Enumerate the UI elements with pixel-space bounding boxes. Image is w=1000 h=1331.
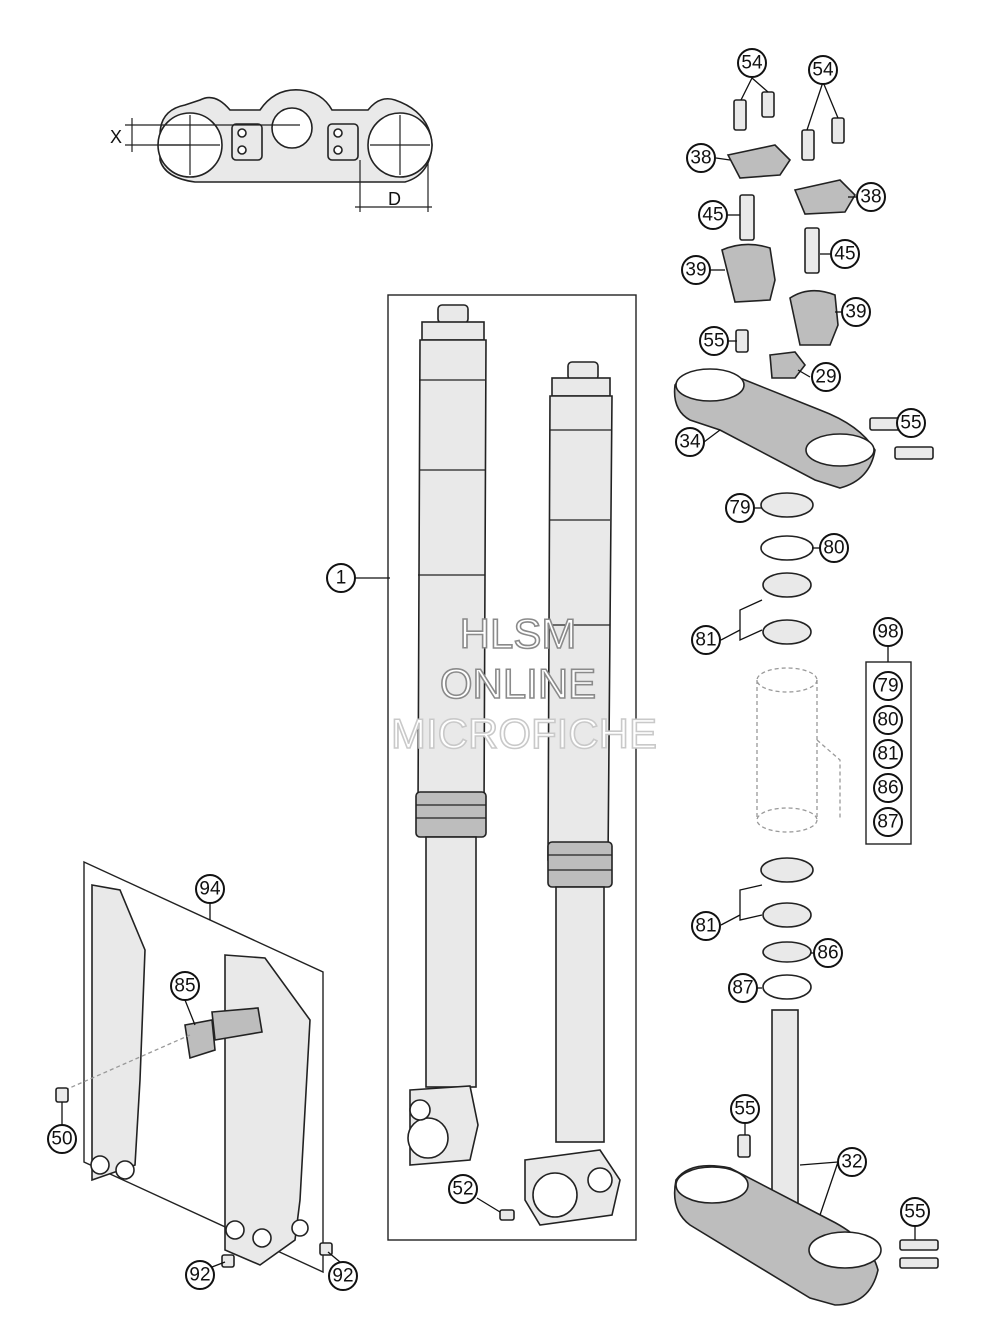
kit-98-item-81: 81 xyxy=(873,739,903,769)
callout-87: 87 xyxy=(728,973,758,1003)
callout-94: 94 xyxy=(195,874,225,904)
svg-text:50: 50 xyxy=(51,1129,72,1150)
kit-98-item-87: 87 xyxy=(873,807,903,837)
steering-bearings-lower xyxy=(760,857,814,1000)
svg-text:55: 55 xyxy=(734,1099,755,1120)
svg-text:92: 92 xyxy=(189,1265,210,1286)
callout-32: 32 xyxy=(837,1147,867,1177)
fork-guard-right xyxy=(211,954,311,1266)
callout-29: 29 xyxy=(811,362,841,392)
left-fork-leg xyxy=(407,304,487,1166)
svg-text:94: 94 xyxy=(199,879,221,900)
callout-85: 85 xyxy=(170,971,200,1001)
watermark-line-3: MICROFICHE xyxy=(391,710,657,757)
callout-55-upper: 55 xyxy=(699,326,729,356)
callout-55-stem: 55 xyxy=(730,1094,760,1124)
svg-text:55: 55 xyxy=(904,1202,925,1223)
fork-guard-left xyxy=(90,884,146,1182)
callout-50: 50 xyxy=(47,1124,77,1154)
svg-text:55: 55 xyxy=(900,413,921,434)
svg-text:79: 79 xyxy=(729,498,750,519)
callout-86: 86 xyxy=(813,938,843,968)
callout-92-right: 92 xyxy=(328,1261,358,1291)
callout-52: 52 xyxy=(448,1174,478,1204)
callout-80: 80 xyxy=(819,533,849,563)
svg-text:86: 86 xyxy=(817,943,838,964)
steering-stem-dashed xyxy=(756,667,841,833)
steering-bearings-upper xyxy=(760,492,814,645)
svg-text:1: 1 xyxy=(336,568,347,589)
upper-triple-clamp xyxy=(673,368,934,489)
callout-39-right: 39 xyxy=(841,297,871,327)
svg-text:92: 92 xyxy=(332,1266,353,1287)
callout-54-left: 54 xyxy=(737,48,767,78)
svg-text:38: 38 xyxy=(860,187,881,208)
callout-98: 98 xyxy=(873,617,903,647)
triple-clamp-dimension-sketch xyxy=(125,89,433,212)
right-fork-leg xyxy=(524,361,621,1226)
callout-92-left: 92 xyxy=(185,1260,215,1290)
dimension-x-label: X xyxy=(110,127,122,147)
svg-text:81: 81 xyxy=(695,630,716,651)
callout-55-lower-clamp: 55 xyxy=(900,1197,930,1227)
svg-text:39: 39 xyxy=(845,302,866,323)
svg-text:32: 32 xyxy=(841,1152,862,1173)
kit-98-item-86: 86 xyxy=(873,773,903,803)
dimension-d-label: D xyxy=(388,189,401,209)
svg-text:45: 45 xyxy=(702,205,723,226)
svg-text:85: 85 xyxy=(174,976,195,997)
svg-text:45: 45 xyxy=(834,244,855,265)
svg-text:79: 79 xyxy=(877,676,898,697)
callout-81-upper: 81 xyxy=(691,625,721,655)
kit-98-item-80: 80 xyxy=(873,705,903,735)
handlebar-clamp-hardware xyxy=(721,91,857,379)
svg-text:34: 34 xyxy=(679,432,701,453)
fork-guard-panel xyxy=(83,860,324,1274)
svg-text:80: 80 xyxy=(877,710,898,731)
callout-38-left: 38 xyxy=(686,143,716,173)
callout-81-lower: 81 xyxy=(691,911,721,941)
bolt-52-shape xyxy=(499,1209,515,1221)
callout-54-right: 54 xyxy=(808,55,838,85)
bolt-92a-shape xyxy=(221,1254,235,1268)
svg-text:87: 87 xyxy=(877,812,898,833)
bolt-50-shape xyxy=(55,1087,69,1103)
watermark-line-1: HLSM xyxy=(460,610,577,657)
fork-assembly-frame xyxy=(387,294,637,1241)
callout-55-clamp: 55 xyxy=(896,408,926,438)
svg-text:55: 55 xyxy=(703,331,724,352)
callout-45-left: 45 xyxy=(698,200,728,230)
svg-text:81: 81 xyxy=(695,916,716,937)
lower-triple-clamp xyxy=(673,1009,939,1306)
mounting-axis-line xyxy=(64,1034,191,1091)
svg-text:87: 87 xyxy=(732,978,753,999)
guard-bracket-85 xyxy=(184,1019,216,1060)
svg-text:29: 29 xyxy=(815,367,836,388)
svg-text:52: 52 xyxy=(452,1179,473,1200)
svg-text:54: 54 xyxy=(812,60,834,81)
watermark-line-2: ONLINE xyxy=(440,660,596,707)
callout-79: 79 xyxy=(725,493,755,523)
callout-45-right: 45 xyxy=(830,239,860,269)
svg-text:39: 39 xyxy=(685,260,706,281)
svg-text:86: 86 xyxy=(877,778,898,799)
callout-39-left: 39 xyxy=(681,255,711,285)
svg-text:81: 81 xyxy=(877,744,898,765)
leader-lines xyxy=(61,77,916,1268)
svg-text:98: 98 xyxy=(877,622,898,643)
callout-38-right: 38 xyxy=(856,182,886,212)
kit-98-item-79: 79 xyxy=(873,671,903,701)
svg-text:38: 38 xyxy=(690,148,711,169)
callout-1: 1 xyxy=(326,563,356,593)
svg-text:54: 54 xyxy=(741,53,763,74)
callout-34: 34 xyxy=(675,427,705,457)
svg-text:80: 80 xyxy=(823,538,844,559)
